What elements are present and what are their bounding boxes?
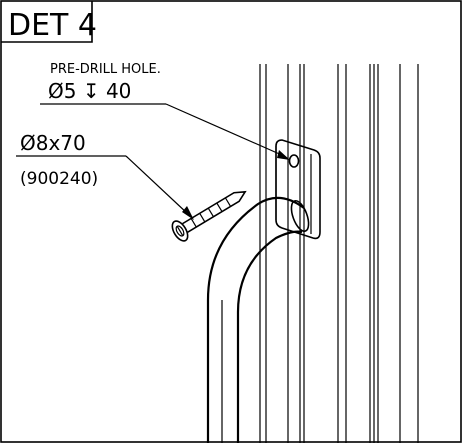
post-profile [259,64,419,443]
screw-spec: Ø8x70 [20,131,86,155]
screw-leader [16,155,194,220]
screw-part-number: (900240) [20,169,98,189]
screw [171,190,247,242]
handle-tube [206,196,310,443]
mounting-plate [275,139,321,240]
predrill-spec: Ø5 ↧ 40 [48,79,131,103]
title-box [1,1,93,43]
predrill-label: PRE-DRILL HOLE. [50,62,161,77]
detail-title: DET 4 [8,8,97,43]
predrill-leader [40,103,290,160]
predrill-hole [288,154,300,168]
